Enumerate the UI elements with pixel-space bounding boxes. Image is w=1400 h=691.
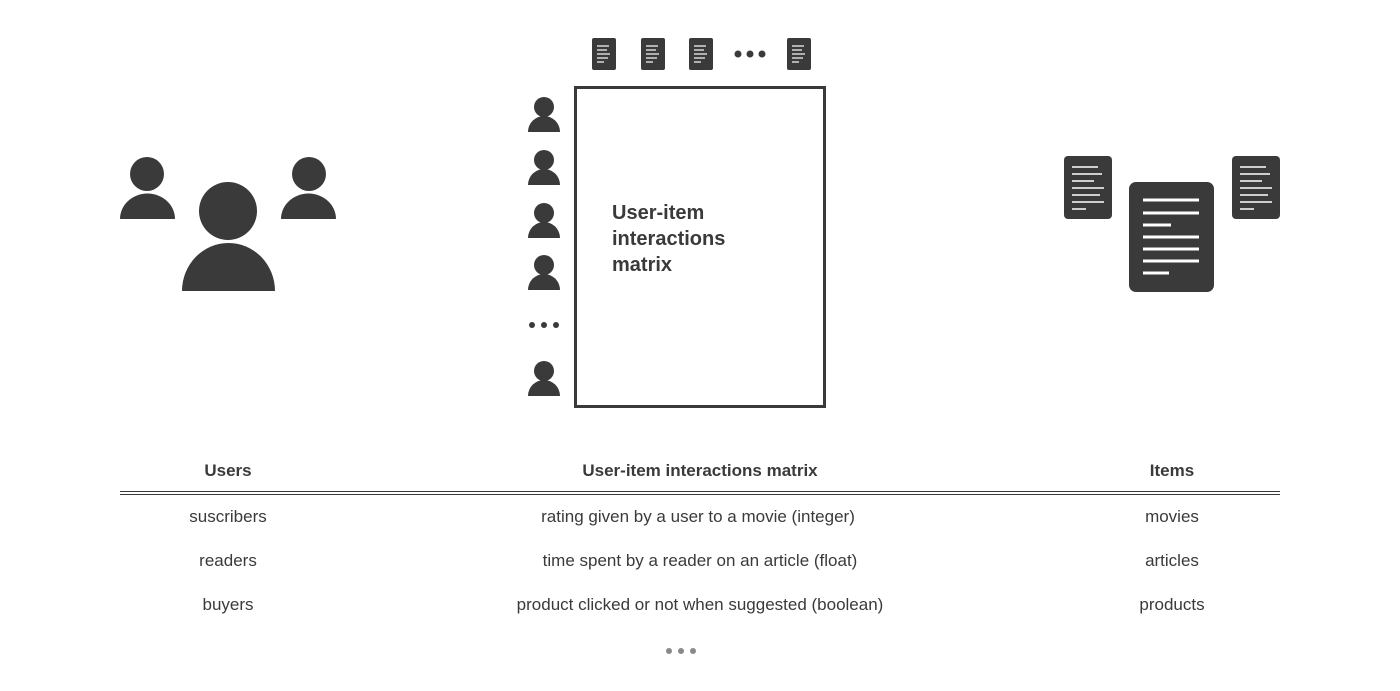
header-users: Users	[204, 461, 252, 480]
user-icon	[281, 157, 336, 219]
header-rule	[120, 494, 1280, 495]
column-documents	[592, 38, 811, 70]
cell-items: products	[1139, 595, 1205, 614]
users-group-icon	[120, 157, 336, 291]
document-icon	[592, 38, 616, 70]
user-icon	[120, 157, 175, 219]
ellipsis-icon	[734, 50, 766, 58]
cell-users: buyers	[202, 595, 254, 614]
document-icon	[1129, 182, 1214, 292]
user-icon	[182, 182, 275, 291]
user-icon	[528, 203, 560, 238]
cell-items: movies	[1145, 507, 1199, 526]
matrix-label: User-item interactions matrix	[612, 202, 726, 276]
document-icon	[1232, 156, 1280, 219]
document-icon	[1064, 156, 1112, 219]
document-icon	[787, 38, 811, 70]
documents-group-icon	[1064, 156, 1280, 292]
user-icon	[528, 361, 560, 396]
user-icon	[528, 150, 560, 185]
cell-interaction: rating given by a user to a movie (integ…	[541, 507, 855, 526]
interactions-matrix-box	[574, 86, 826, 408]
ellipsis-icon	[666, 648, 696, 654]
cell-items: articles	[1145, 551, 1199, 570]
cell-interaction: time spent by a reader on an article (fl…	[542, 551, 858, 570]
document-icon	[689, 38, 713, 70]
cell-users: readers	[199, 551, 257, 570]
header-rule	[120, 491, 1280, 492]
cell-users: suscribers	[189, 507, 267, 526]
user-icon	[528, 97, 560, 132]
header-matrix: User-item interactions matrix	[582, 461, 818, 480]
cell-interaction: product clicked or not when suggested (b…	[516, 595, 884, 614]
document-icon	[641, 38, 665, 70]
header-items: Items	[1149, 461, 1195, 480]
user-icon	[528, 255, 560, 290]
ellipsis-icon	[529, 322, 559, 328]
row-users	[528, 97, 560, 396]
